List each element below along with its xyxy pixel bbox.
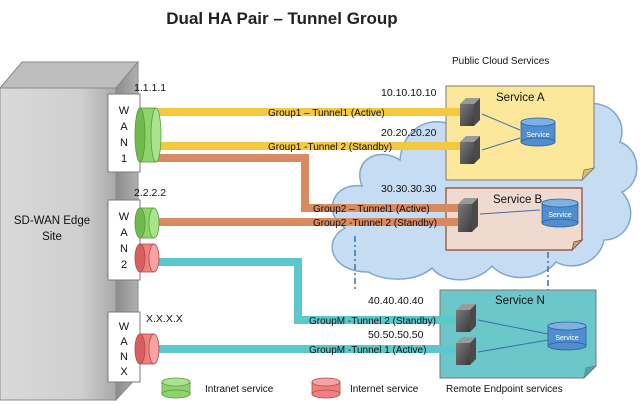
tunnel-label: Group1 – Tunnel1 (Active): [268, 108, 385, 119]
tunnel-lines: [152, 108, 462, 353]
wan2-ip: 2.2.2.2: [134, 187, 166, 199]
tunnel-label: Group2 -Tunnel 2 (Standby): [313, 218, 437, 229]
remote-endpoint-label: Remote Endpoint services: [446, 384, 563, 395]
edge-label-line2: Site: [42, 231, 62, 243]
wan2-intranet-port: [134, 207, 160, 239]
gateway-device-n1: [456, 304, 476, 332]
wanx-ip: X.X.X.X: [146, 313, 183, 325]
service-n-db-label: Service: [555, 335, 578, 342]
wan1-letter: 1: [121, 153, 127, 165]
legend-intranet-icon: [161, 377, 191, 399]
wanx-internet-port: [134, 333, 160, 365]
legend-internet-label: Internet service: [350, 384, 419, 395]
service-n-box: [439, 289, 598, 380]
service-n-database: Service: [547, 321, 587, 351]
diagram-title: Dual HA Pair – Tunnel Group: [166, 9, 397, 28]
wanx-letter: X: [120, 366, 128, 378]
tunnel-label: Group2 – Tunnel1 (Active): [313, 204, 430, 215]
legend-intranet-label: Intranet service: [205, 384, 274, 395]
wan1-ip: 1.1.1.1: [134, 82, 166, 94]
tunnel-group2-active: [152, 154, 458, 212]
service-b-db-label: Service: [548, 212, 571, 219]
tunnel-label: Group1 -Tunnel 2 (Standby): [268, 142, 392, 153]
wanx-letter: A: [120, 336, 128, 348]
wan1-letter: W: [119, 105, 130, 117]
wanx-letter: N: [120, 351, 128, 363]
endpoint-ip: 50.50.50.50: [368, 329, 424, 341]
gateway-device-a2: [460, 136, 480, 164]
tunnel-label: GroupM -Tunnel 2 (Standby): [309, 316, 436, 327]
wan2-letter: 2: [121, 259, 127, 271]
gateway-device-n2: [456, 337, 476, 365]
service-a-database: Service: [520, 117, 556, 147]
legend: Intranet service Internet service: [161, 377, 419, 399]
wan2-letter: A: [120, 227, 128, 239]
service-a-box: [445, 85, 596, 182]
wan1-letter: N: [120, 137, 128, 149]
sd-wan-edge-device: [0, 60, 140, 402]
wanx-letter: W: [119, 321, 130, 333]
wan2-letter: W: [119, 211, 130, 223]
wan2-internet-port: [134, 243, 160, 273]
wan1-letter: A: [120, 121, 128, 133]
service-arrows: [477, 113, 549, 353]
endpoint-ip: 10.10.10.10: [381, 87, 437, 99]
edge-label-line1: SD-WAN Edge: [14, 215, 90, 227]
endpoint-ip: 20.20.20.20: [381, 127, 437, 139]
wan2-module: W A N 2: [107, 199, 141, 281]
gateway-device-a1: [460, 98, 480, 126]
legend-internet-icon: [311, 377, 341, 399]
service-a-title: Service A: [496, 92, 545, 104]
wan2-letter: N: [120, 243, 128, 255]
service-n-title: Service N: [495, 295, 545, 307]
tunnel-label: GroupM -Tunnel 1 (Active): [309, 345, 426, 356]
wan1-intranet-port: [134, 107, 162, 163]
public-cloud-label: Public Cloud Services: [452, 56, 549, 67]
service-a-db-label: Service: [526, 132, 549, 139]
gateway-device-b: [458, 198, 478, 232]
service-b-title: Service B: [493, 194, 543, 206]
endpoint-ip: 40.40.40.40: [368, 295, 424, 307]
tunnel-groupm-standby: [152, 258, 456, 324]
service-b-database: Service: [541, 198, 579, 228]
endpoint-ip: 30.30.30.30: [381, 183, 437, 195]
